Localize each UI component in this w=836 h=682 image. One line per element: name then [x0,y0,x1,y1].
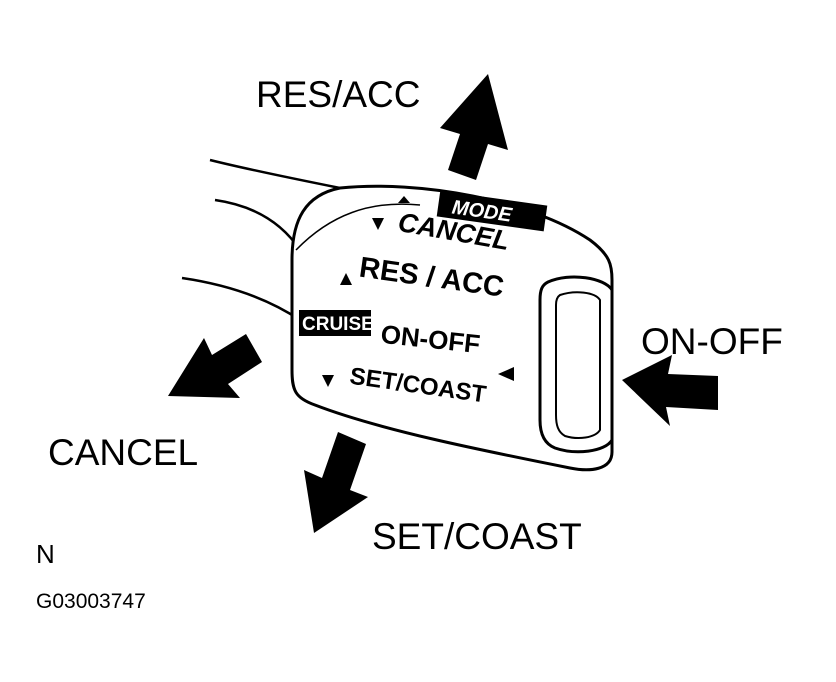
figure-code: G03003747 [36,590,146,613]
set-coast-arrow [304,432,368,533]
on-off-end-button[interactable] [538,275,614,454]
callout-on-off: ON-OFF [641,321,783,362]
figure-letter: N [36,539,55,569]
on-off-arrow-marker [498,367,514,381]
callout-set-coast: SET/COAST [372,516,582,557]
callout-cancel: CANCEL [48,432,198,473]
lever-label-mode: MODE [398,190,548,232]
res-acc-arrow [440,74,508,180]
callout-res-acc: RES/ACC [256,74,420,115]
on-off-arrow [622,355,718,426]
cancel-arrow [168,334,262,398]
cruise-badge: CRUISE [302,314,374,335]
